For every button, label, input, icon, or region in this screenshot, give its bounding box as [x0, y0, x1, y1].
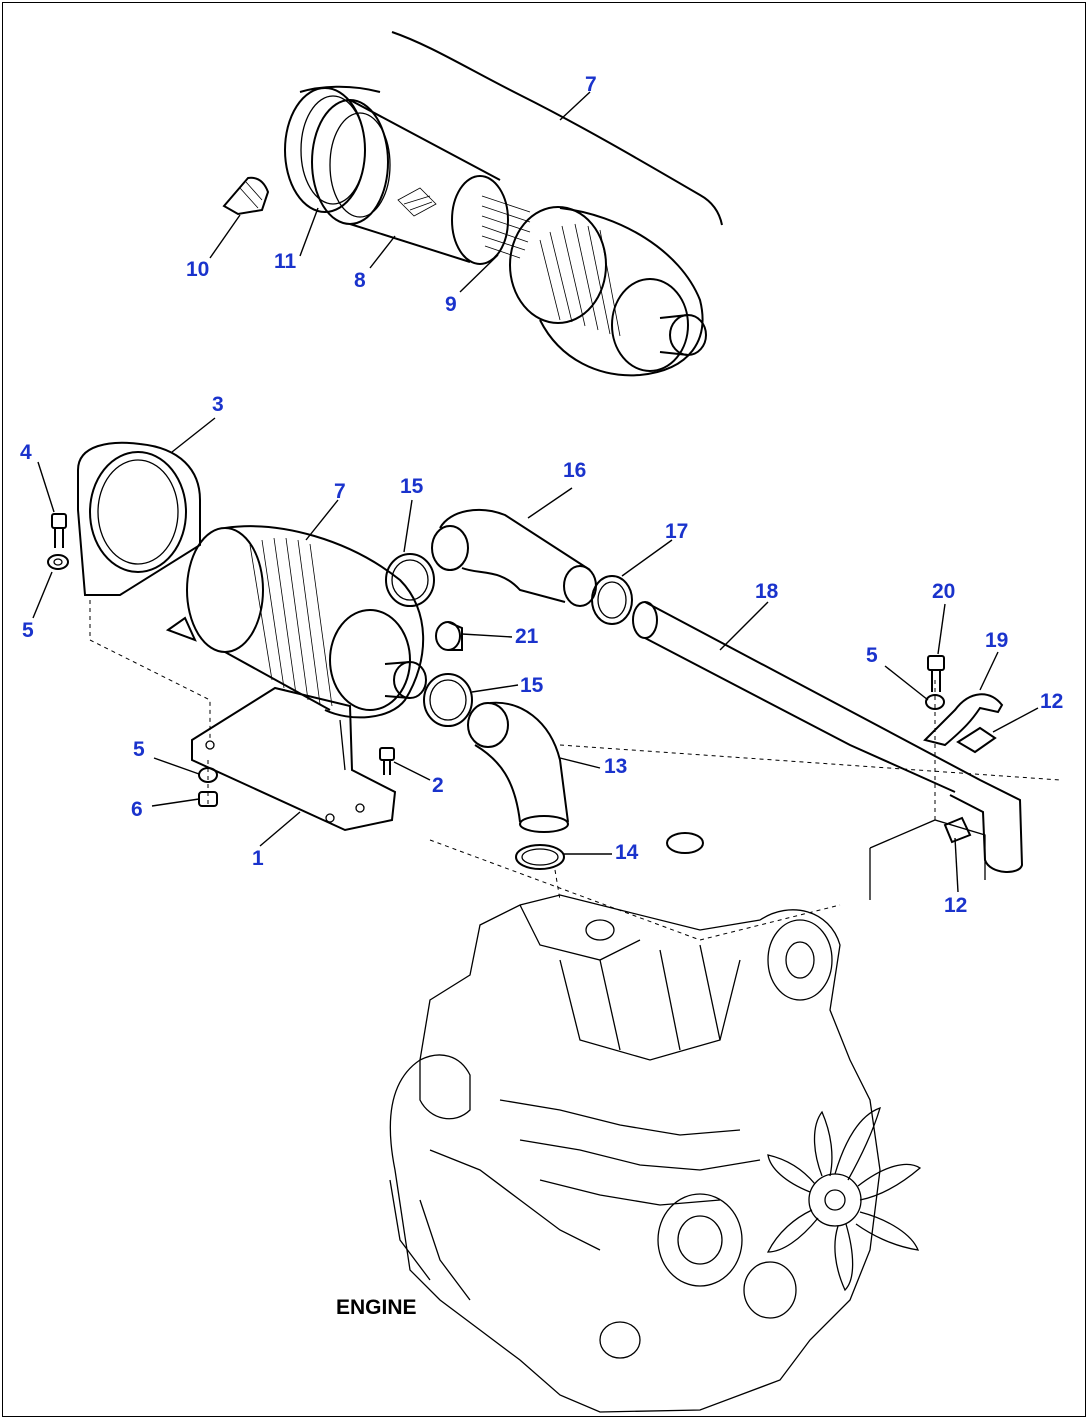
callout-5-left: 5 [22, 619, 34, 642]
callout-12-upper: 12 [1040, 690, 1063, 713]
callout-1: 1 [252, 847, 264, 870]
callout-7-upper: 7 [585, 73, 597, 96]
washer-5-lower [198, 767, 218, 783]
cooling-fan [766, 1106, 922, 1292]
callout-18: 18 [755, 580, 779, 603]
clamp-15-lower [423, 673, 473, 727]
clamp-14 [515, 844, 565, 870]
callout-11: 11 [274, 250, 297, 273]
clamp-19 [923, 693, 1004, 747]
ring-port [666, 832, 704, 854]
callout-2: 2 [432, 774, 444, 797]
callout-20: 20 [932, 580, 955, 603]
bolt-4 [51, 513, 67, 548]
air-cleaner-exploded-view [222, 85, 707, 377]
clamp-15-upper [385, 553, 435, 607]
bolt-2 [379, 747, 395, 775]
washer-5-right [925, 694, 945, 710]
callout-15-upper: 15 [400, 475, 424, 498]
pad-12-upper [956, 726, 997, 754]
bracket-block [869, 819, 986, 900]
bolt-20 [927, 655, 945, 692]
callout-12-lower: 12 [944, 894, 967, 917]
bracket-3 [77, 441, 201, 596]
cap-21 [435, 621, 463, 651]
pad-12-lower [943, 816, 972, 844]
engine-label: ENGINE [336, 1296, 417, 1319]
callout-10: 10 [186, 258, 209, 281]
callout-17: 17 [665, 520, 688, 543]
callout-15-lower: 15 [520, 674, 544, 697]
callout-5-right: 5 [866, 644, 878, 667]
callout-5-lower: 5 [133, 738, 145, 761]
mount-plate-1 [191, 686, 397, 832]
callout-9: 9 [445, 293, 457, 316]
machine-body-edge [391, 31, 723, 226]
callout-7-lower: 7 [334, 480, 346, 503]
clamp-17 [591, 575, 633, 625]
callout-3: 3 [212, 393, 224, 416]
callout-21: 21 [515, 625, 539, 648]
washer-5-left [47, 554, 69, 570]
callout-16: 16 [563, 459, 586, 482]
callout-19: 19 [985, 629, 1008, 652]
callout-14: 14 [615, 841, 639, 864]
callout-6: 6 [131, 798, 143, 821]
alignment-lines [89, 600, 1061, 941]
callout-4: 4 [20, 441, 32, 464]
leader-lines [32, 91, 1039, 893]
callouts: 7 10 11 8 9 3 4 5 7 15 16 17 18 20 5 19 … [20, 73, 1063, 917]
engine [389, 894, 881, 1413]
intake-pipe-18 [632, 601, 1024, 873]
callout-8: 8 [354, 269, 366, 292]
air-cleaner-7 [165, 525, 427, 719]
elbow-hose-13 [467, 701, 569, 833]
elbow-hose-16 [431, 508, 597, 607]
callout-13: 13 [604, 755, 627, 778]
